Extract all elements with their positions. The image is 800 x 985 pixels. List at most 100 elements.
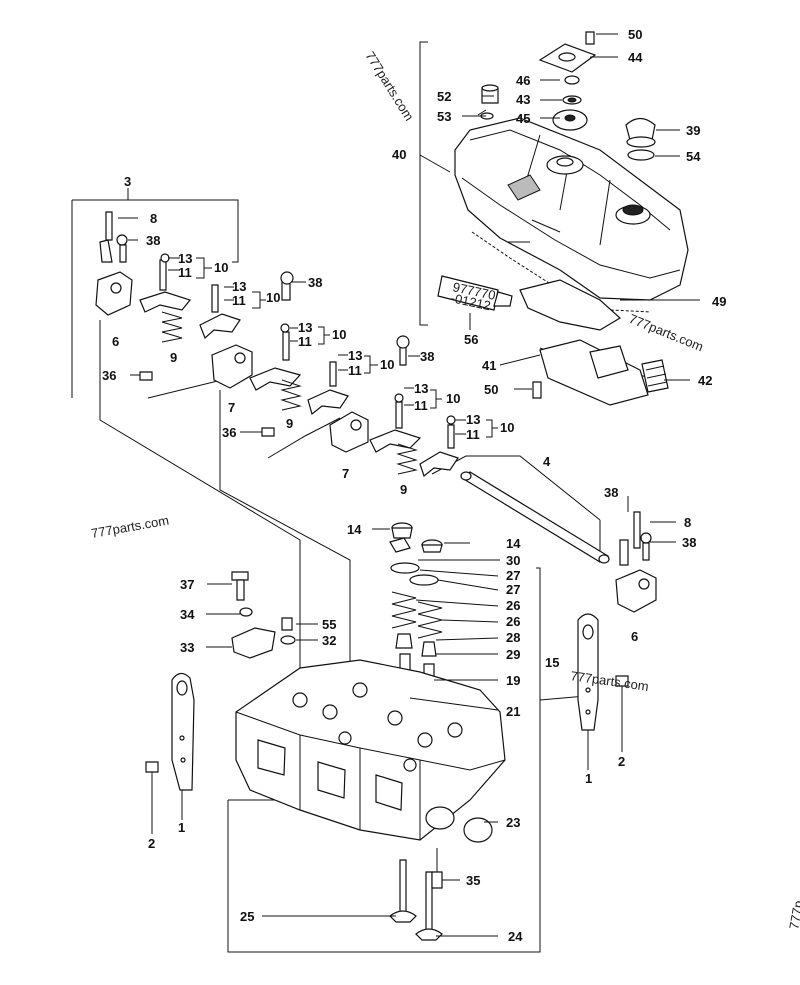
breather-element — [641, 359, 669, 393]
callout-2-right: 2 — [618, 754, 625, 769]
callout-43: 43 — [516, 92, 530, 107]
rocker-arm-3 — [249, 323, 302, 391]
callout-29: 29 — [506, 647, 520, 662]
callout-labels: 50 44 52 46 43 53 45 39 40 54 3 8 38 13 … — [102, 27, 726, 944]
callout-38-c: 38 — [420, 349, 434, 364]
callout-8-left: 8 — [150, 211, 157, 226]
callout-56: 56 — [464, 332, 478, 347]
callout-leaders — [118, 33, 690, 937]
callout-6-right: 6 — [631, 629, 638, 644]
rocker-spring-3 — [396, 443, 418, 475]
callout-33: 33 — [180, 640, 194, 655]
callout-50-lower: 50 — [484, 382, 498, 397]
rocker-arm-1 — [139, 253, 192, 313]
callout-13-d: 13 — [348, 348, 362, 363]
rocker-arm-4 — [307, 335, 410, 416]
callout-36-a: 36 — [102, 368, 116, 383]
watermark-right: 777parts.com — [627, 311, 706, 354]
callout-46: 46 — [516, 73, 530, 88]
callout-36-b: 36 — [222, 425, 236, 440]
sealant-tube: 977770 -01212 — [437, 275, 513, 313]
watermark-edge: 777p — [786, 899, 800, 930]
callout-38-left: 38 — [146, 233, 160, 248]
callout-11-e: 11 — [414, 398, 428, 413]
rocker-arm-2 — [199, 271, 294, 340]
rocker-spring-1 — [161, 311, 183, 343]
callout-10-e: 10 — [446, 391, 460, 406]
bolts-36 — [139, 371, 542, 437]
callout-7-a: 7 — [228, 400, 235, 415]
callout-50-top: 50 — [628, 27, 642, 42]
callout-49: 49 — [712, 294, 726, 309]
lifting-eye-left — [171, 672, 195, 820]
valve-springs — [391, 591, 443, 639]
callout-27-b: 27 — [506, 582, 520, 597]
callout-15: 15 — [545, 655, 559, 670]
callout-4: 4 — [543, 454, 551, 469]
callout-40: 40 — [392, 147, 406, 162]
callout-1-right: 1 — [585, 771, 592, 786]
callout-13-b: 13 — [232, 279, 246, 294]
valve-caps — [389, 522, 443, 553]
callout-19: 19 — [506, 673, 520, 688]
top-cover-small-parts — [480, 31, 597, 131]
callout-23: 23 — [506, 815, 520, 830]
callout-9-c: 9 — [400, 482, 407, 497]
callout-10-a: 10 — [214, 260, 228, 275]
rocker-support-mid1 — [211, 344, 253, 389]
callout-34: 34 — [180, 607, 195, 622]
callout-55: 55 — [322, 617, 336, 632]
cylinder-head-cover — [454, 117, 689, 313]
callout-26-b: 26 — [506, 614, 520, 629]
callout-11-d: 11 — [348, 363, 362, 378]
callout-7-b: 7 — [342, 466, 349, 481]
callout-32: 32 — [322, 633, 336, 648]
rocker-support-right — [615, 511, 657, 613]
valves — [389, 848, 443, 941]
callout-38-b: 38 — [308, 275, 322, 290]
callout-6-left: 6 — [112, 334, 119, 349]
callout-28: 28 — [506, 630, 520, 645]
rocker-spring-2 — [280, 379, 302, 411]
callout-38-e: 38 — [682, 535, 696, 550]
callout-25: 25 — [240, 909, 254, 924]
callout-30: 30 — [506, 553, 520, 568]
cylinder-head — [235, 659, 506, 843]
callout-52: 52 — [437, 89, 451, 104]
rocker-support-mid2 — [329, 411, 369, 453]
callout-10-c: 10 — [332, 327, 346, 342]
callout-21: 21 — [506, 704, 520, 719]
left-small-parts — [231, 571, 296, 659]
callout-10-f: 10 — [500, 420, 514, 435]
callout-42: 42 — [698, 373, 712, 388]
callout-10-d: 10 — [380, 357, 394, 372]
lifting-eye-right — [577, 613, 599, 770]
callout-11-c: 11 — [298, 334, 312, 349]
callout-8-right: 8 — [684, 515, 691, 530]
oil-filler-cap — [625, 117, 656, 161]
callout-3: 3 — [124, 174, 131, 189]
watermark-top: 777parts.com — [362, 49, 416, 124]
callout-14-b: 14 — [506, 536, 521, 551]
callout-11-b: 11 — [232, 293, 246, 308]
callout-11-a: 11 — [178, 265, 192, 280]
callout-44: 44 — [628, 50, 643, 65]
valve-seals — [395, 633, 437, 657]
callout-53: 53 — [437, 109, 451, 124]
callout-35: 35 — [466, 873, 480, 888]
callout-27-a: 27 — [506, 568, 520, 583]
callout-10-b: 10 — [266, 290, 280, 305]
callout-2-left: 2 — [148, 836, 155, 851]
callout-26-a: 26 — [506, 598, 520, 613]
rocker-arm-5 — [369, 393, 422, 453]
rocker-arm-6 — [419, 415, 459, 478]
callout-38-d: 38 — [604, 485, 618, 500]
cover-gasket — [519, 279, 700, 331]
callout-9-b: 9 — [286, 416, 293, 431]
callout-1-left: 1 — [178, 820, 185, 835]
callout-13-a: 13 — [178, 251, 192, 266]
callout-13-c: 13 — [298, 320, 312, 335]
callout-45: 45 — [516, 111, 530, 126]
callout-14-a: 14 — [347, 522, 362, 537]
callout-39: 39 — [686, 123, 700, 138]
